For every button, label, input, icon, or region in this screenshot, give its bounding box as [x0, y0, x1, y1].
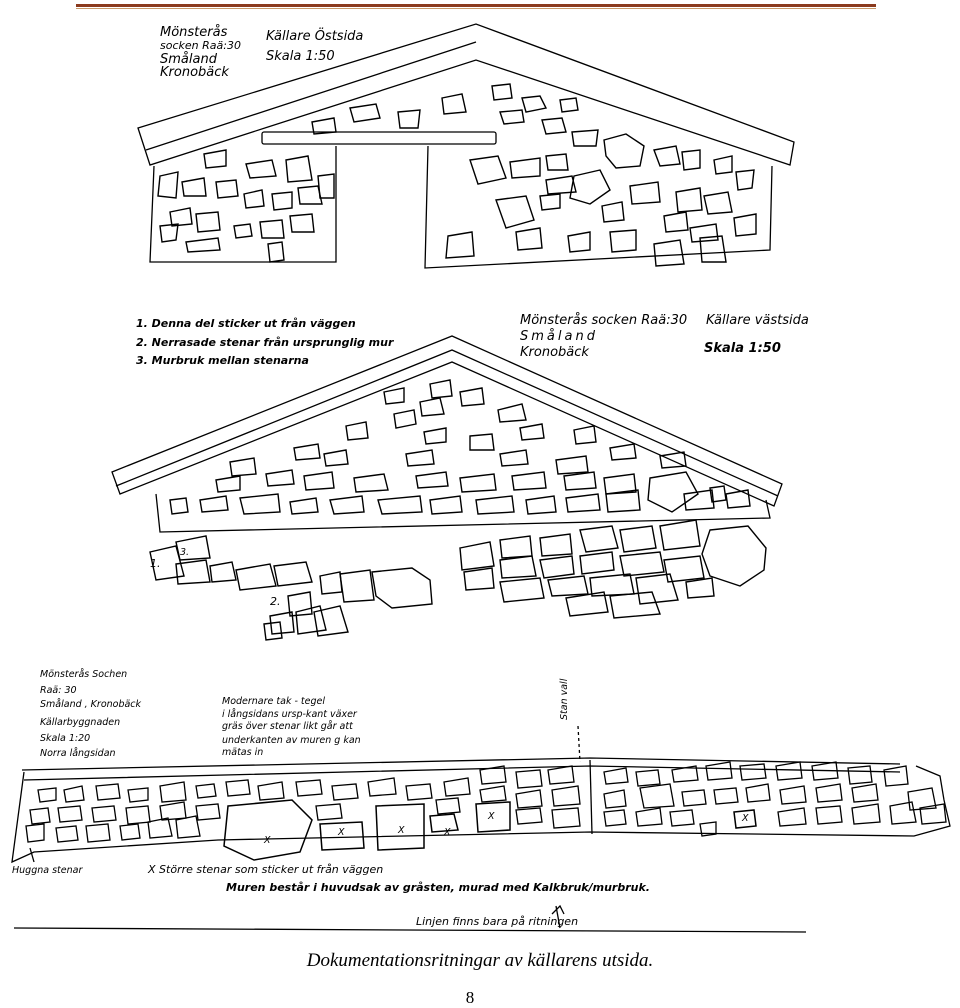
east-title: Källare Östsida [266, 29, 364, 44]
north-huggna-label: Huggna stenar [12, 865, 83, 876]
north-note-line: Mönsterås Sochen [40, 669, 128, 680]
west-marker-2: 2. [270, 595, 281, 608]
north-roof-note: gräs över stenar likt går att [222, 721, 353, 732]
east-roof [138, 24, 794, 165]
west-note-line: Kronobäck [520, 345, 589, 360]
north-wall [12, 766, 950, 862]
figure-caption: Dokumentationsritningar av källarens uts… [306, 950, 654, 971]
east-scale: Skala 1:50 [266, 49, 335, 64]
west-title: Källare västsida [706, 313, 809, 328]
north-x-mark: X [444, 827, 451, 838]
east-note-line: Kronobäck [160, 65, 229, 80]
north-side-drawing [0, 0, 960, 940]
north-note-line: Raä: 30 [40, 685, 77, 696]
west-scale: Skala 1:50 [704, 341, 781, 356]
north-note-line: Källarbyggnaden [40, 717, 121, 728]
west-marker-1: 1. [150, 557, 161, 570]
north-roof-line [22, 758, 900, 770]
west-side-drawing [0, 0, 960, 660]
north-roof-note: i långsidans ursp-kant växer [222, 709, 357, 720]
big-stone [430, 814, 458, 832]
big-stone [320, 822, 364, 850]
north-x-mark: X [398, 825, 405, 836]
west-wall-line [156, 494, 770, 532]
west-roof [112, 336, 782, 506]
north-mortar-note: Muren består i huvudsak av gråsten, mura… [226, 881, 650, 894]
north-note-line: Småland , Kronobäck [40, 699, 142, 710]
north-note-line: Norra långsidan [40, 748, 116, 759]
east-lintel [262, 132, 496, 144]
big-stone [734, 810, 756, 828]
east-wall-right [425, 146, 772, 268]
east-note-line: socken Raä:30 [160, 39, 241, 52]
west-note-line: Mönsterås socken Raä:30 [520, 313, 688, 328]
west-marker-3: 3. [180, 547, 190, 558]
north-vertical-note: Stan vall [559, 678, 570, 720]
east-wall-left [150, 146, 336, 262]
page-number: 8 [465, 988, 475, 1007]
north-roof-note: mätas in [222, 747, 264, 758]
east-side-drawing [0, 0, 960, 300]
east-note-line: Mönsterås [160, 25, 228, 40]
big-stone [376, 804, 424, 850]
header-rule [76, 4, 876, 9]
north-x-mark: X [338, 827, 345, 838]
west-legend-line: 3. Murbruk mellan stenarna [136, 354, 309, 367]
north-bigger-stones: X Större stenar som sticker ut från vägg… [148, 863, 384, 876]
east-note-line: Småland [160, 52, 217, 67]
west-note-line: Småland [520, 329, 598, 344]
north-line-note: Linjen finns bara på ritningen [416, 915, 579, 928]
north-x-mark: X [742, 813, 749, 824]
west-legend-line: 1. Denna del sticker ut från väggen [136, 317, 356, 330]
big-stone [224, 800, 312, 860]
north-x-mark: X [488, 811, 495, 822]
north-roof-note: Modernare tak - tegel [222, 696, 326, 707]
north-note-line: Skala 1:20 [40, 733, 91, 744]
north-roof-note: underkanten av muren g kan [222, 735, 361, 746]
big-stone [476, 802, 510, 832]
north-x-mark: X [264, 835, 271, 846]
west-legend-line: 2. Nerrasade stenar från ursprunglig mur [136, 336, 394, 349]
